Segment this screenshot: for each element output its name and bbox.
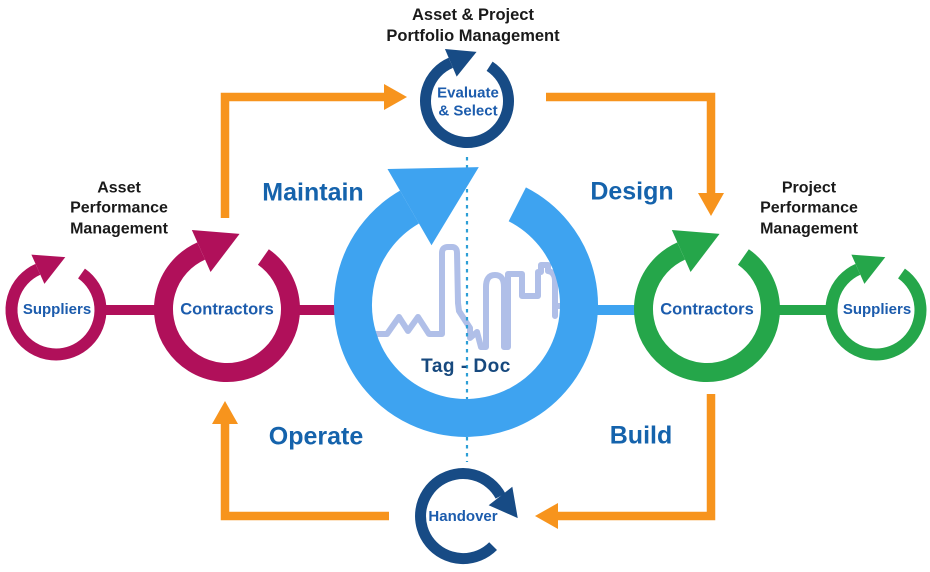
flow-contractors-to-evaluate	[220, 92, 384, 218]
quadrant-design-label: Design	[590, 177, 674, 206]
center-ring	[334, 187, 598, 437]
flow-arrows	[220, 92, 716, 521]
asset-suppliers-ring	[5, 263, 107, 361]
flow-arrowhead-down-icon	[698, 193, 724, 216]
project-contractors-arrowhead-icon	[671, 229, 720, 273]
project-suppliers-arrowhead-icon	[851, 254, 886, 284]
flow-handover-to-contractors	[220, 424, 389, 521]
handover-ring	[415, 468, 506, 565]
asset-contractors-label: Contractors	[180, 300, 274, 319]
handover-arrowhead-icon	[488, 486, 518, 519]
quadrant-operate-label: Operate	[268, 422, 364, 451]
evaluate-select-label: Evaluate & Select	[437, 84, 499, 120]
flow-evaluate-to-contractors	[546, 92, 716, 193]
evaluate-select-cycle-icon	[420, 48, 514, 148]
asset-suppliers-arrowhead-icon	[31, 254, 66, 284]
asset-suppliers-label: Suppliers	[22, 300, 92, 318]
tag-doc-label: Tag - Doc	[421, 355, 511, 377]
portfolio-management-title: Asset & Project Portfolio Management	[386, 5, 560, 45]
flow-arrowhead-up-icon	[212, 401, 238, 424]
flow-arrowheads	[212, 84, 724, 529]
evaluate-ring	[420, 57, 514, 148]
plant-skyline-icon	[371, 244, 580, 350]
handover-label: Handover	[428, 507, 498, 525]
project-performance-title: Project Performance Management	[760, 179, 858, 238]
asset-suppliers-cycle-icon	[5, 254, 107, 361]
asset-performance-title: Asset Performance Management	[70, 179, 168, 238]
asset-contractors-cycle-icon	[154, 229, 300, 382]
project-contractors-cycle-icon	[634, 229, 780, 382]
skyline-path	[371, 244, 580, 350]
project-suppliers-cycle-icon	[825, 254, 927, 361]
center-cycle-arrow-icon	[334, 167, 598, 437]
evaluate-arrowhead-icon	[444, 48, 477, 77]
asset-contractors-arrowhead-icon	[191, 229, 240, 273]
project-suppliers-ring	[825, 263, 927, 361]
project-contractors-ring	[634, 242, 780, 382]
flow-arrowhead-right-icon	[384, 84, 407, 110]
flow-contractors-to-handover	[558, 394, 716, 521]
handover-cycle-icon	[415, 468, 518, 565]
flow-arrowhead-left-icon	[535, 503, 558, 529]
quadrant-build-label: Build	[609, 421, 673, 450]
project-suppliers-label: Suppliers	[842, 300, 912, 318]
asset-contractors-ring	[154, 242, 300, 382]
center-arrowhead-icon	[387, 167, 479, 246]
quadrant-maintain-label: Maintain	[262, 178, 364, 207]
project-contractors-label: Contractors	[660, 300, 754, 319]
